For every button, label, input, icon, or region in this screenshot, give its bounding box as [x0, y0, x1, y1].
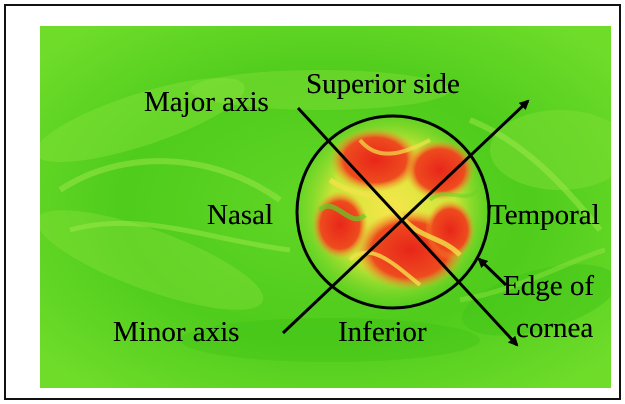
edge-of-cornea-label-line1: Edge of — [503, 270, 594, 302]
minor-axis-line — [281, 99, 530, 335]
minor-axis-label: Minor axis — [113, 316, 240, 348]
temporal-label: Temporal — [489, 199, 600, 231]
cornea-edge-circle — [295, 114, 491, 310]
heatmap-background — [40, 26, 611, 388]
major-axis-label: Major axis — [144, 86, 269, 118]
edge-of-cornea-label-line2: cornea — [516, 312, 594, 344]
nasal-label: Nasal — [207, 199, 274, 231]
major-axis-line — [296, 106, 519, 347]
edge-of-cornea-arrow — [477, 257, 508, 287]
inferior-label: Inferior — [338, 316, 427, 348]
superior-side-label: Superior side — [306, 68, 460, 100]
